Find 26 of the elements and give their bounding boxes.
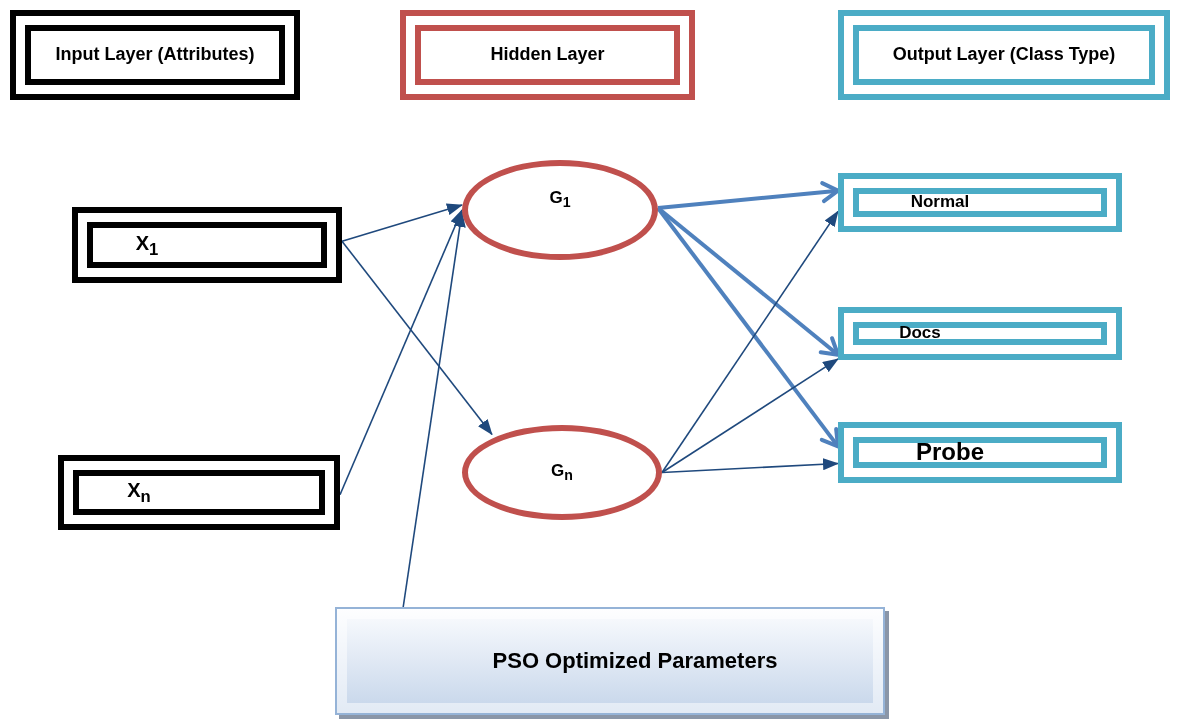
node-label: Input Layer (Attributes) [55,44,255,66]
class-node-box [838,422,1122,483]
node-label: G$_{n}$ [551,460,573,485]
input-node-box [72,207,342,283]
node-label: X$_{n}$ [127,478,151,507]
input-node-box [58,455,340,530]
class-node-box [838,307,1122,360]
layer-header-box [10,10,300,100]
node-label: Normal [910,192,970,213]
layer-header-box [838,10,1170,100]
node-label: Hidden Layer [490,44,605,66]
arrow [341,240,493,436]
node-label: Output Layer (Class Type) [892,44,1116,66]
class-node-box [838,173,1122,232]
arrow [657,181,840,210]
arrow [661,458,839,474]
node-label: PSO Optimized Parameters [492,647,778,675]
layer-header-box [400,10,695,100]
node-label: Probe [916,438,984,467]
arrow [339,209,463,496]
arrow [661,358,839,474]
arrow [341,203,463,242]
arrow [402,211,466,608]
node-label: Docs [899,323,941,344]
node-label: X$_{1}$ [135,230,159,260]
node-label: G$_{1}$ [549,188,571,212]
